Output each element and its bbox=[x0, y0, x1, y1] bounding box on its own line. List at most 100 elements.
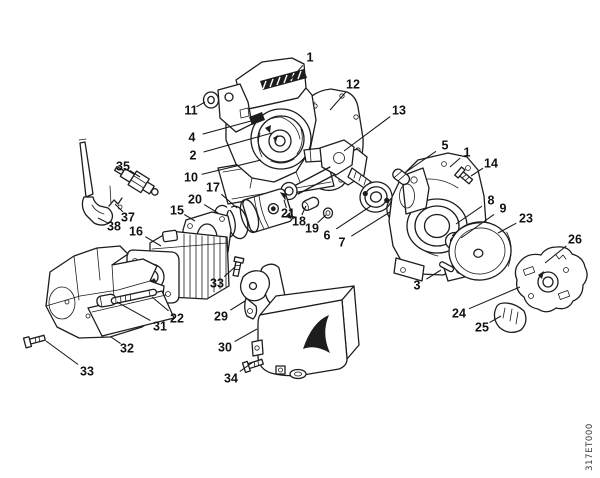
part-number-15-12: 15 bbox=[170, 204, 184, 218]
bushing bbox=[202, 91, 220, 109]
woodruff-key bbox=[438, 261, 455, 273]
part-number-1-0: 1 bbox=[307, 51, 314, 65]
part-number-37-8: 37 bbox=[121, 211, 135, 225]
part-number-33-35: 33 bbox=[80, 365, 94, 379]
bearing-bore bbox=[423, 213, 451, 239]
part-number-23-24: 23 bbox=[519, 212, 533, 226]
part-number-16-13: 16 bbox=[129, 225, 143, 239]
piston bbox=[239, 188, 294, 234]
part-number-5-19: 5 bbox=[442, 139, 449, 153]
leader-line-13-2 bbox=[343, 116, 391, 152]
part-number-22-31: 22 bbox=[170, 312, 184, 326]
muffler-logo-mark bbox=[303, 315, 330, 353]
leader-line-23-24 bbox=[497, 222, 517, 234]
bolt-33-mid bbox=[232, 256, 245, 278]
leader-line-26-25 bbox=[544, 245, 567, 264]
part-number-2-5: 2 bbox=[190, 149, 197, 163]
part-number-24-27: 24 bbox=[452, 307, 466, 321]
part-number-26-25: 26 bbox=[568, 233, 582, 247]
leader-line-11-3 bbox=[196, 101, 206, 108]
leader-line-33-29 bbox=[223, 266, 236, 277]
leader-line-38-9 bbox=[97, 217, 108, 224]
leader-line-10-6 bbox=[201, 159, 262, 175]
part-number-7-18: 7 bbox=[339, 236, 346, 250]
leader-line-17-10 bbox=[220, 193, 238, 209]
doc-code: 317ET000 bbox=[585, 423, 595, 471]
leader-line-20-11 bbox=[203, 204, 219, 214]
leader-line-25-28 bbox=[489, 315, 502, 324]
part-number-8-22: 8 bbox=[488, 194, 495, 208]
leader-line-18-15 bbox=[301, 205, 307, 216]
part-number-32-34: 32 bbox=[120, 342, 134, 356]
spark-plug bbox=[113, 165, 159, 196]
leader-line-35-7 bbox=[129, 169, 141, 178]
leader-line-8-22 bbox=[455, 205, 483, 225]
leader-line-12-1 bbox=[329, 91, 347, 111]
leader-line-22-31 bbox=[151, 296, 169, 312]
leader-line-19-16 bbox=[317, 214, 327, 224]
leader-line-31-32 bbox=[116, 301, 151, 322]
plug-wire-boot bbox=[78, 138, 114, 226]
part-number-34-36: 34 bbox=[224, 372, 238, 386]
part-number-25-28: 25 bbox=[475, 321, 489, 335]
clutch-drum bbox=[448, 221, 512, 281]
washer bbox=[322, 207, 334, 219]
part-number-14-21: 14 bbox=[484, 157, 498, 171]
screw-33-left bbox=[22, 334, 46, 349]
part-number-10-6: 10 bbox=[184, 171, 198, 185]
leader-line-7-18 bbox=[351, 211, 391, 237]
leader-line-3-26 bbox=[426, 269, 442, 280]
part-number-17-10: 17 bbox=[206, 181, 220, 195]
leader-line-34-36 bbox=[239, 361, 254, 373]
part-number-19-16: 19 bbox=[305, 222, 319, 236]
part-number-9-23: 9 bbox=[500, 202, 507, 216]
leader-line-2-5 bbox=[203, 132, 273, 153]
part-number-21-14: 21 bbox=[281, 207, 295, 221]
part-number-1-20: 1 bbox=[464, 146, 471, 160]
part-number-12-1: 12 bbox=[346, 78, 360, 92]
dowel-pin bbox=[392, 168, 411, 186]
leader-line-9-23 bbox=[460, 213, 495, 239]
clutch-shoe bbox=[493, 302, 527, 334]
cylinder-stud bbox=[110, 288, 158, 305]
leader-line-30-33 bbox=[234, 328, 258, 343]
ignition-module bbox=[249, 112, 265, 125]
part-number-31-32: 31 bbox=[153, 320, 167, 334]
leader-line-5-19 bbox=[405, 150, 437, 173]
plug-connector bbox=[108, 185, 123, 210]
part-number-11-3: 11 bbox=[184, 104, 197, 118]
leader-line-24-27 bbox=[468, 286, 521, 310]
part-number-4-4: 4 bbox=[189, 131, 196, 145]
leader-line-6-17 bbox=[335, 205, 372, 230]
leader-line-1-20 bbox=[449, 157, 461, 168]
connecting-rod bbox=[293, 166, 335, 195]
leader-line-32-34 bbox=[110, 336, 121, 345]
leader-line-15-12 bbox=[183, 213, 196, 222]
part-number-13-2: 13 bbox=[392, 104, 406, 118]
crankshaft bbox=[280, 139, 375, 201]
part-number-29-30: 29 bbox=[214, 310, 228, 324]
leader-line-1-0 bbox=[290, 64, 304, 80]
part-number-6-17: 6 bbox=[324, 229, 331, 243]
part-number-30-33: 30 bbox=[218, 341, 232, 355]
clutch-assembly bbox=[514, 246, 588, 313]
muffler bbox=[251, 285, 360, 380]
leader-line-33-35 bbox=[45, 340, 79, 365]
leader-line-29-30 bbox=[230, 300, 246, 311]
screw-34 bbox=[241, 358, 264, 374]
leader-line-4-4 bbox=[202, 120, 252, 135]
part-number-35-7: 35 bbox=[116, 160, 130, 174]
leader-line-14-21 bbox=[470, 167, 484, 177]
leader-line-37-8 bbox=[114, 203, 124, 213]
part-number-38-9: 38 bbox=[107, 220, 121, 234]
piston-pin bbox=[301, 196, 320, 211]
leader-line-21-14 bbox=[283, 199, 287, 208]
fan-housing-assembly bbox=[217, 57, 317, 189]
leader-line-16-13 bbox=[145, 236, 162, 247]
part-number-18-15: 18 bbox=[292, 215, 306, 229]
part-number-33-29: 33 bbox=[210, 277, 224, 291]
part-number-20-11: 20 bbox=[188, 193, 202, 207]
screw-14 bbox=[454, 166, 474, 185]
